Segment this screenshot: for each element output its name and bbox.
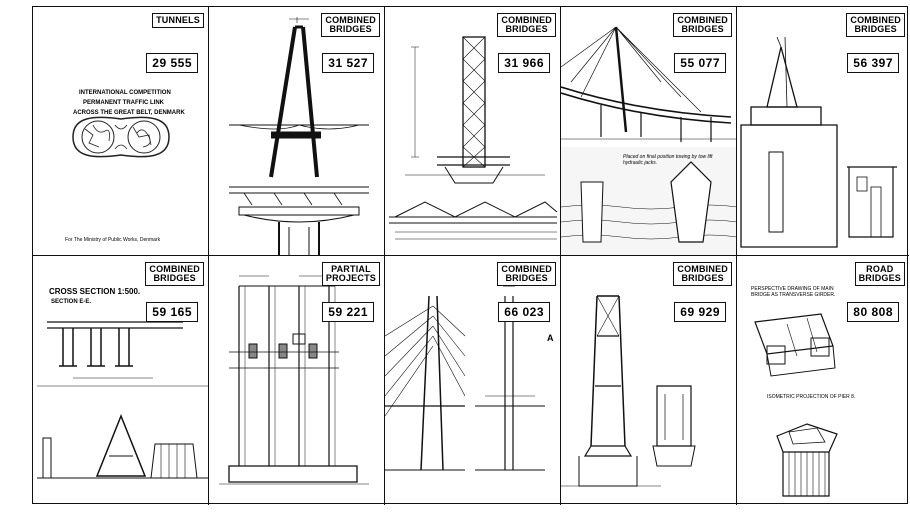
- card-2-number: 31 527: [322, 53, 374, 73]
- card-8-drawing: [385, 285, 545, 471]
- card-7-drawing: [219, 275, 369, 485]
- card-1-footer: For The Ministry of Public Works, Denmar…: [65, 237, 161, 243]
- card-3-drawing: [389, 36, 558, 240]
- card-2-drawing: [229, 17, 369, 255]
- card-3-number: 31 966: [498, 53, 550, 73]
- card-combined-bridges-69929[interactable]: COMBINED BRIDGES 69 929: [561, 256, 737, 505]
- card-10-number: 80 808: [847, 302, 899, 322]
- card-6-subtitle: SECTION E-E.: [51, 299, 92, 305]
- card-1-line3: ACROSS THE GREAT BELT, DENMARK: [73, 110, 185, 116]
- card-6-title: CROSS SECTION 1:500.: [49, 287, 141, 296]
- card-5-number: 56 397: [847, 53, 899, 73]
- card-partial-projects-59221[interactable]: PARTIAL PROJECTS 59 221: [209, 256, 385, 505]
- card-1-category: TUNNELS: [152, 13, 204, 28]
- card-5-category: COMBINED BRIDGES: [846, 13, 905, 37]
- card-7-category: PARTIAL PROJECTS: [321, 262, 380, 286]
- card-1-line1: INTERNATIONAL COMPETITION: [79, 90, 171, 96]
- card-1-drawing: [72, 116, 170, 158]
- card-5-drawing: [740, 36, 897, 248]
- card-6-category: COMBINED BRIDGES: [145, 262, 204, 286]
- card-8-number: 66 023: [498, 302, 550, 322]
- drawing-sheet: TUNNELS 29 555 INTERNATIONAL COMPETITION…: [32, 6, 909, 505]
- card-4-number: 55 077: [674, 53, 726, 73]
- card-3-category: COMBINED BRIDGES: [497, 13, 556, 37]
- card-9-category: COMBINED BRIDGES: [673, 262, 732, 286]
- card-8-letter: A: [547, 333, 554, 343]
- card-combined-bridges-59165[interactable]: COMBINED BRIDGES 59 165 CROSS SECTION 1:…: [33, 256, 209, 505]
- card-10-drawing: [754, 313, 838, 497]
- card-1-number: 29 555: [146, 53, 198, 73]
- card-9-number: 69 929: [674, 302, 726, 322]
- card-4-caption: Placed on final position towing by tow l…: [623, 154, 713, 166]
- card-combined-bridges-66023[interactable]: COMBINED BRIDGES 66 023 A: [385, 256, 561, 505]
- card-4-drawing: [561, 26, 736, 255]
- card-9-drawing: [561, 295, 696, 487]
- card-combined-bridges-31527[interactable]: COMBINED BRIDGES 31 527: [209, 7, 385, 256]
- card-6-number: 59 165: [146, 302, 198, 322]
- card-10-caption1: Perspective drawing of main bridge as tr…: [751, 286, 836, 298]
- card-6-drawing: [37, 321, 208, 479]
- card-7-number: 59 221: [322, 302, 374, 322]
- card-10-category: ROAD BRIDGES: [854, 262, 905, 286]
- card-10-caption2: Isometric projection of pier 8.: [767, 394, 856, 400]
- card-combined-bridges-31966[interactable]: COMBINED BRIDGES 31 966: [385, 7, 561, 256]
- card-road-bridges-80808[interactable]: ROAD BRIDGES 80 808 Perspective drawing …: [737, 256, 909, 505]
- card-combined-bridges-56397[interactable]: COMBINED BRIDGES 56 397: [737, 7, 909, 256]
- card-tunnels-29555[interactable]: TUNNELS 29 555 INTERNATIONAL COMPETITION…: [33, 7, 209, 256]
- card-2-category: COMBINED BRIDGES: [321, 13, 380, 37]
- card-combined-bridges-55077[interactable]: COMBINED BRIDGES 55 077 Placed on final …: [561, 7, 737, 256]
- card-1-line2: PERMANENT TRAFFIC LINK: [83, 100, 164, 106]
- card-8-category: COMBINED BRIDGES: [497, 262, 556, 286]
- card-4-category: COMBINED BRIDGES: [673, 13, 732, 37]
